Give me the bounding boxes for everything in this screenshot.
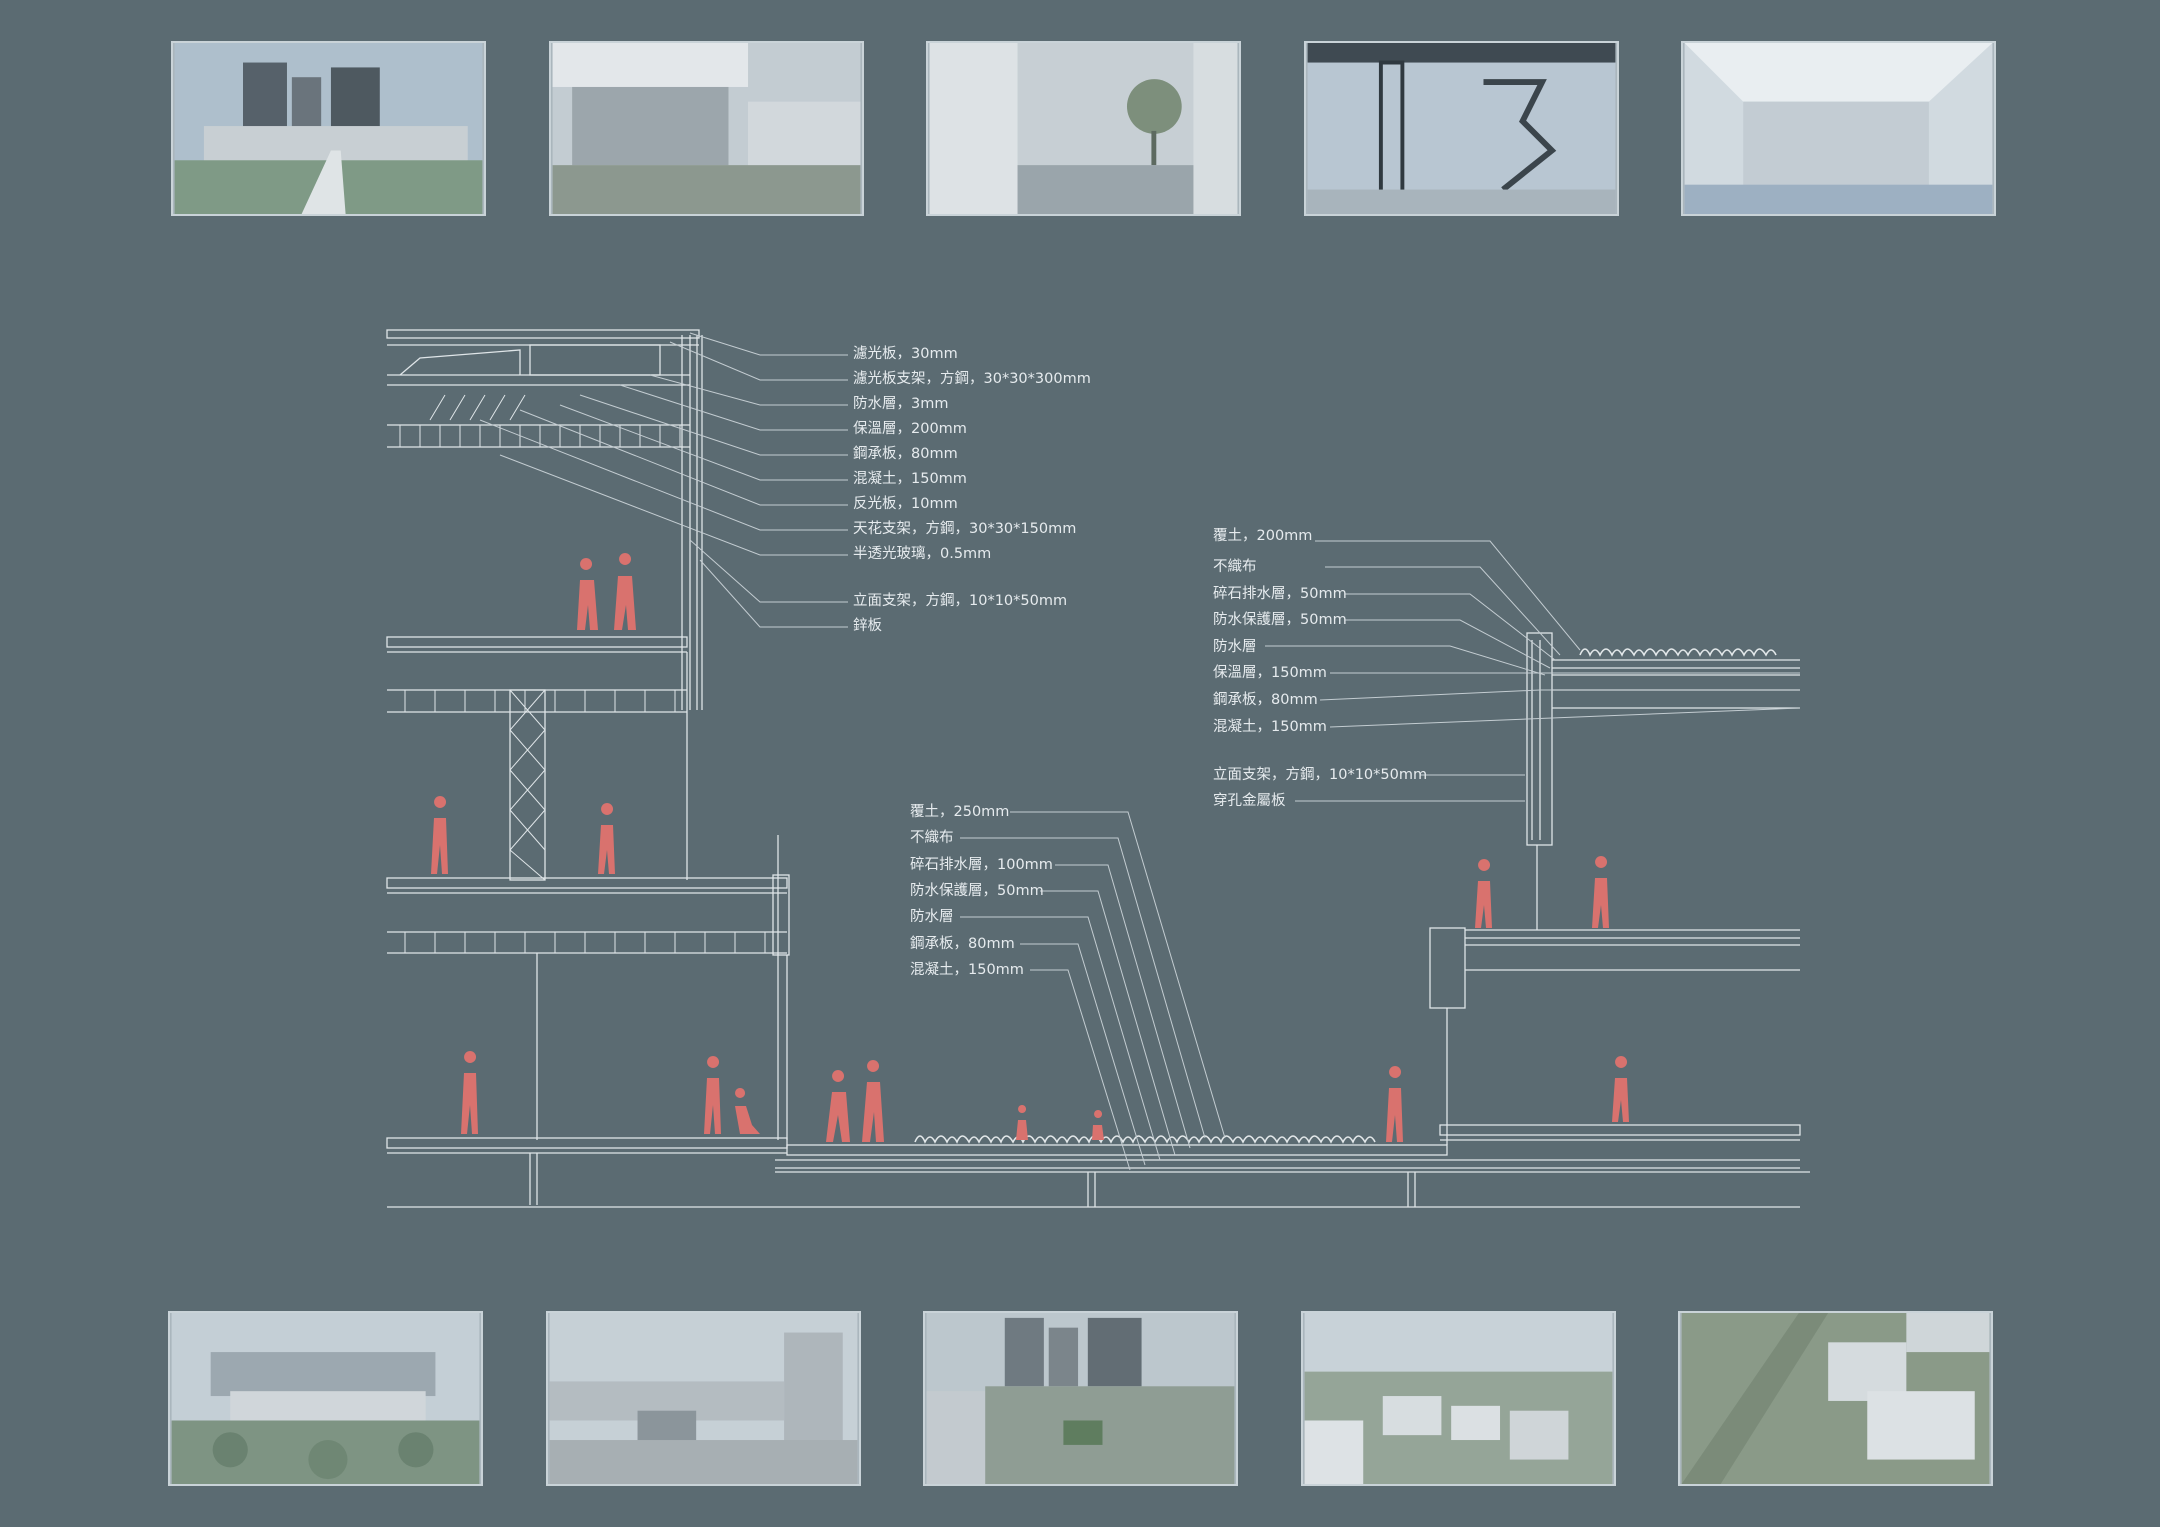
layer-label: 不織布 <box>910 830 954 846</box>
layer-label: 保溫層，150mm <box>1213 665 1327 681</box>
person-figure <box>431 796 452 874</box>
render-image <box>929 43 1238 214</box>
person-figure <box>614 553 636 630</box>
person-figure <box>1475 859 1496 928</box>
render-image <box>549 1313 858 1484</box>
render-thumbnail <box>1678 1311 1993 1486</box>
person-figure <box>826 1070 850 1142</box>
layer-label: 立面支架，方鋼，10*10*50mm <box>853 593 1068 609</box>
layer-label: 天花支架，方鋼，30*30*150mm <box>853 521 1077 537</box>
courtyard-green-roof <box>387 1135 1810 1208</box>
left-floor-slabs <box>386 636 790 1205</box>
render-image <box>1307 43 1616 214</box>
layer-label: 防水保護層，50mm <box>1213 612 1347 628</box>
person-figure <box>577 558 598 630</box>
render-image <box>552 43 861 214</box>
layer-label: 碎石排水層，100mm <box>910 857 1053 873</box>
person-figure <box>1386 1066 1403 1142</box>
render-thumbnail <box>1301 1311 1616 1486</box>
layer-label: 鋼承板，80mm <box>910 936 1015 952</box>
person-figure <box>1592 856 1609 928</box>
layer-label: 防水層 <box>1213 639 1257 655</box>
layer-label: 防水層 <box>910 909 954 925</box>
leader-lines <box>479 332 1801 1171</box>
layer-label: 鋼承板，80mm <box>1213 692 1318 708</box>
person-figure <box>862 1060 884 1142</box>
layer-label: 防水層，3mm <box>853 396 949 412</box>
render-thumbnail <box>171 41 486 216</box>
render-image <box>171 1313 480 1484</box>
render-thumbnail <box>1304 41 1619 216</box>
render-thumbnail <box>1681 41 1996 216</box>
layer-label: 立面支架，方鋼，10*10*50mm <box>1213 767 1428 783</box>
layer-label: 覆土，200mm <box>1213 528 1313 544</box>
render-image <box>926 1313 1235 1484</box>
render-image <box>1684 43 1993 214</box>
person-figure <box>598 803 615 874</box>
person-figure <box>735 1088 760 1134</box>
render-thumbnail <box>926 41 1241 216</box>
layer-label: 不織布 <box>1213 559 1257 575</box>
layer-label: 半透光玻璃，0.5mm <box>853 546 992 562</box>
layer-label: 濾光板支架，方鋼，30*30*300mm <box>853 371 1091 387</box>
render-thumbnail <box>168 1311 483 1486</box>
layer-label: 混凝土，150mm <box>910 962 1024 978</box>
render-thumbnail <box>546 1311 861 1486</box>
person-figure <box>1612 1056 1629 1122</box>
render-image <box>174 43 483 214</box>
render-image <box>1681 1313 1990 1484</box>
layer-label: 鋼承板，80mm <box>853 446 958 462</box>
layer-label: 保溫層，200mm <box>853 421 967 437</box>
layer-label: 濾光板，30mm <box>853 346 958 362</box>
layer-label: 碎石排水層，50mm <box>1213 586 1347 602</box>
layer-label: 覆土，250mm <box>910 804 1010 820</box>
render-thumbnail <box>923 1311 1238 1486</box>
person-figure <box>461 1051 478 1134</box>
render-image <box>1304 1313 1613 1484</box>
layer-label: 鋅板 <box>853 618 882 634</box>
person-figure <box>1016 1105 1028 1140</box>
upper-roof-assembly <box>386 329 703 710</box>
layer-label: 混凝土，150mm <box>1213 719 1327 735</box>
layer-label: 混凝土，150mm <box>853 471 967 487</box>
person-figure <box>1092 1110 1104 1140</box>
layer-label: 防水保護層，50mm <box>910 883 1044 899</box>
layer-label: 反光板，10mm <box>853 496 958 512</box>
render-thumbnail <box>549 41 864 216</box>
person-figure <box>704 1056 721 1134</box>
human-figures <box>431 553 1629 1142</box>
layer-label: 穿孔金屬板 <box>1213 793 1286 809</box>
